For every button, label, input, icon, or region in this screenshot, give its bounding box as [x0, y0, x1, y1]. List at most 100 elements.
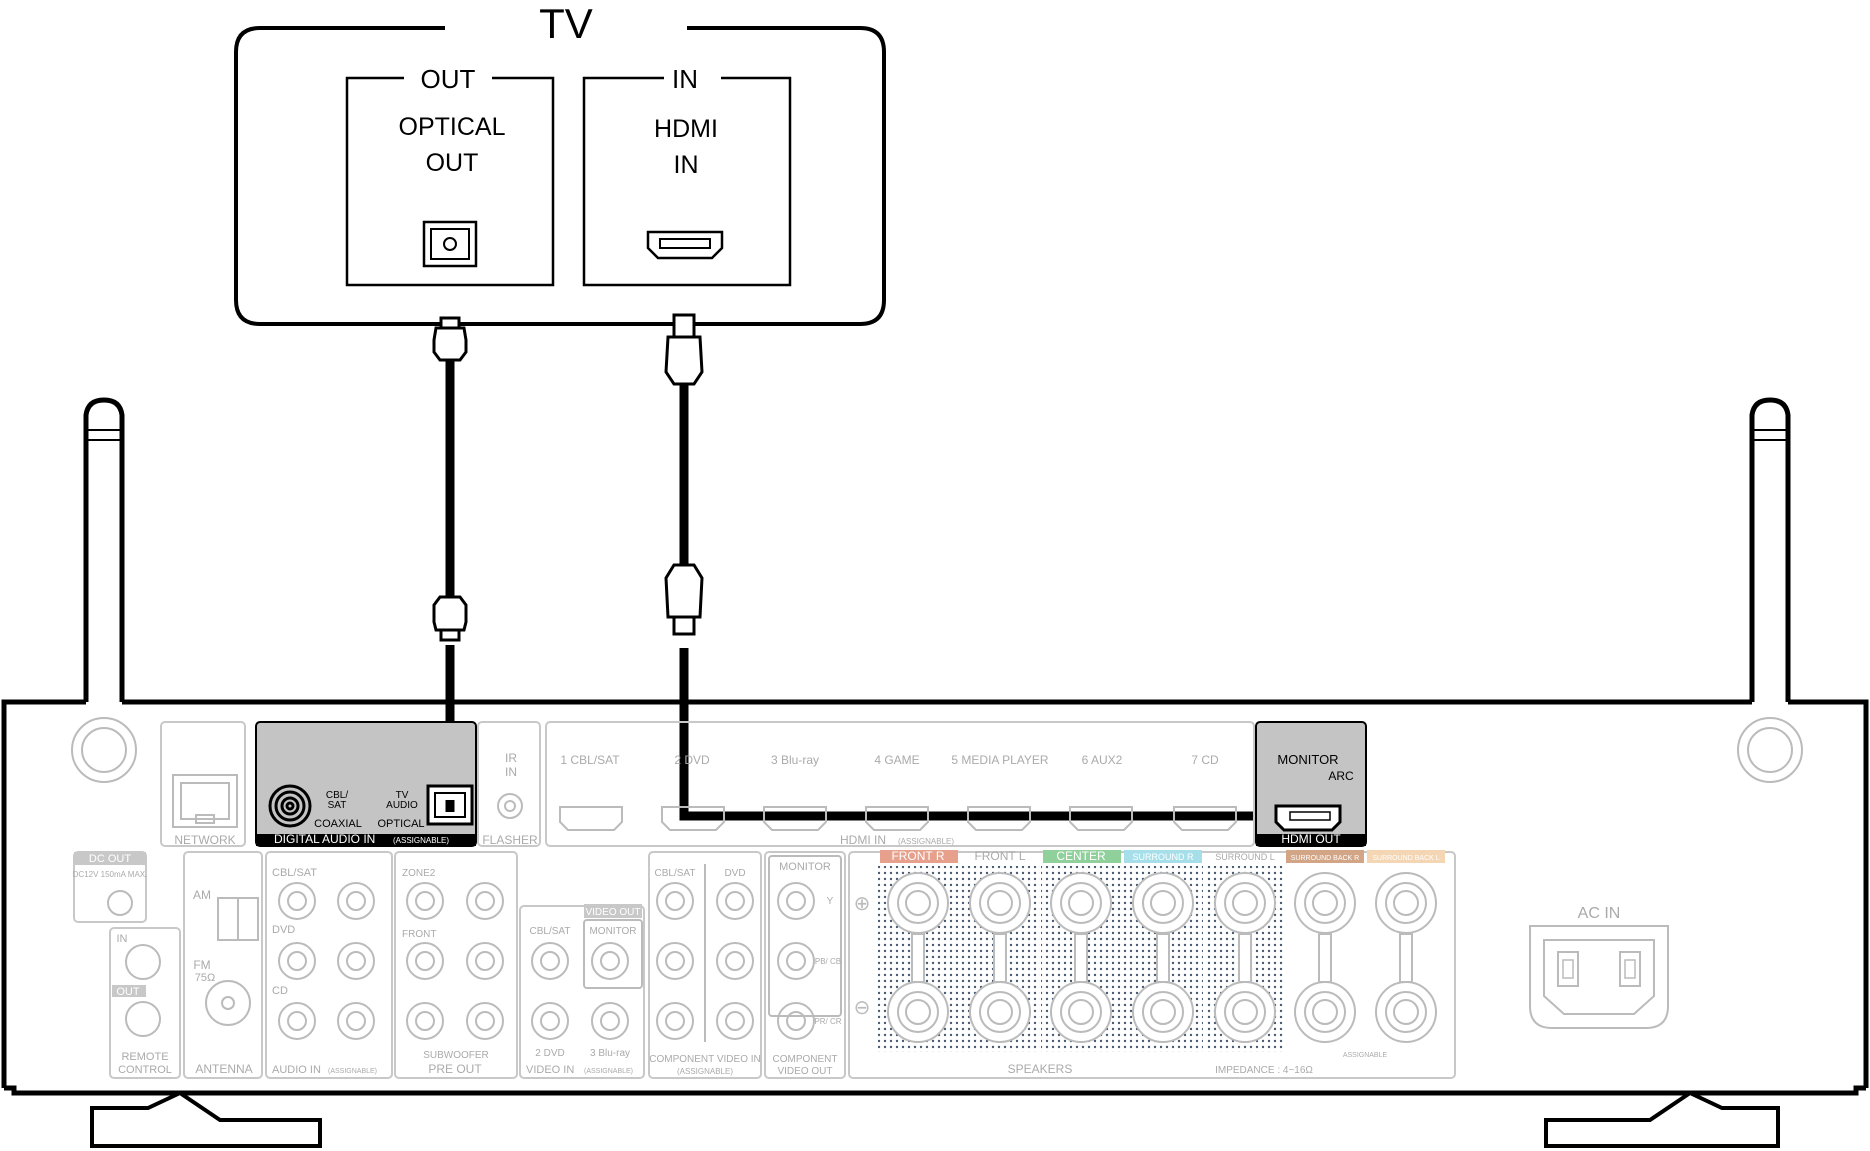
- ch-front-r-bg: [880, 850, 958, 863]
- dc-spec-label: DC12V 150mA MAX.: [73, 870, 148, 879]
- optical-label: OPTICAL: [377, 818, 424, 830]
- remote-label-1: REMOTE: [121, 1051, 168, 1063]
- component-in-dvd: DVD: [724, 868, 745, 879]
- hdmi-in-4: 4 GAME: [874, 753, 919, 767]
- hdmi-in-5: 5 MEDIA PLAYER: [951, 753, 1048, 767]
- plus-icon: ⊕: [854, 893, 871, 915]
- audio-in-label: AUDIO IN: [272, 1064, 321, 1076]
- hdmi-in-assignable: (ASSIGNABLE): [898, 837, 954, 846]
- component-out-pb: PB/ CB: [815, 957, 841, 966]
- hdmi-in-panel: 1 CBL/SAT 2 DVD 3 Blu-ray 4 GAME 5 MEDIA…: [559, 753, 1237, 847]
- remote-control-panel: IN OUT REMOTE CONTROL: [109, 927, 181, 1079]
- pre-out-label: PRE OUT: [428, 1062, 482, 1076]
- component-out-y: Y: [827, 896, 834, 907]
- digital-audio-assignable: (ASSIGNABLE): [393, 836, 449, 845]
- video-in-dvd: 2 DVD: [535, 1048, 564, 1059]
- monitor-label: MONITOR: [1277, 752, 1338, 767]
- tv-in-label: IN: [672, 64, 698, 94]
- hdmi-out-port-icon: [1274, 804, 1342, 832]
- optical-jack-icon: [426, 784, 474, 826]
- audio-in-row-2: DVD: [272, 924, 295, 936]
- component-out-monitor: MONITOR: [779, 861, 831, 873]
- component-out-pr: PR/ CR: [814, 1017, 841, 1026]
- hdmi-cable: [664, 313, 1333, 821]
- audio-in-row-3: CD: [272, 985, 288, 997]
- optical-port-icon: [422, 220, 478, 268]
- video-out-label: VIDEO OUT: [585, 907, 640, 918]
- coaxial-label: COAXIAL: [314, 818, 362, 830]
- ch-front-l: FRONT L: [974, 849, 1025, 863]
- ir-jack-icon: [497, 793, 523, 819]
- video-in-bluray: 3 Blu-ray: [590, 1048, 630, 1059]
- antenna-left-icon: [83, 397, 125, 702]
- remote-in-label: IN: [117, 933, 128, 945]
- network-jack-icon: [172, 774, 238, 828]
- component-in-cbl-sat: CBL/SAT: [655, 868, 696, 879]
- hdmi-in-6: 6 AUX2: [1082, 753, 1123, 767]
- speakers-label: SPEAKERS: [1008, 1062, 1073, 1076]
- tv-panel: TV OUT OPTICAL OUT IN HDMI IN: [234, 0, 886, 326]
- fm-label: FM: [193, 958, 210, 972]
- impedance-label: IMPEDANCE : 4~16Ω: [1215, 1065, 1313, 1076]
- audio-in-assignable: (ASSIGNABLE): [328, 1068, 377, 1075]
- ch-surround-r: SURROUND R: [1132, 852, 1194, 862]
- audio-in-row-1: CBL/SAT: [272, 867, 317, 879]
- component-in-label-2: (ASSIGNABLE): [677, 1067, 733, 1076]
- ac-in-label: AC IN: [1578, 905, 1621, 922]
- subwoofer-label: SUBWOOFER: [423, 1050, 489, 1061]
- ch-surround-back-r: SURROUND BACK R: [1291, 855, 1359, 862]
- speaker-terminal-pair: [960, 866, 1040, 1052]
- ch-center: CENTER: [1056, 849, 1106, 863]
- component-video-out-panel: MONITOR Y PB/ CB PR/ CR COMPONENT VIDEO …: [764, 851, 846, 1079]
- pre-out-panel: ZONE2 FRONT SUBWOOFER PRE OUT: [394, 851, 518, 1079]
- tv-hdmi-line2: IN: [674, 151, 699, 179]
- video-in-panel: CBL/SAT VIDEO OUT MONITOR 2 DVD 3 Blu-ra…: [519, 904, 645, 1079]
- hdmi-in-label: HDMI IN: [840, 833, 886, 847]
- video-in-label: VIDEO IN: [526, 1064, 574, 1076]
- digital-audio-in-label: DIGITAL AUDIO IN: [274, 832, 375, 846]
- component-out-label-1: COMPONENT: [773, 1054, 838, 1065]
- tv-hdmi-in-group: IN HDMI IN: [582, 64, 792, 287]
- hdmi-in-1: 1 CBL/SAT: [560, 753, 620, 767]
- remote-out-label: OUT: [116, 986, 140, 998]
- speaker-terminal-pair: [1294, 872, 1356, 1043]
- hdmi-out-label: HDMI OUT: [1281, 832, 1341, 846]
- tv-optical-out-group: OUT OPTICAL OUT: [345, 64, 555, 287]
- remote-label-2: CONTROL: [118, 1064, 172, 1076]
- coaxial-jack-icon: [268, 784, 312, 828]
- fm-ohm-label: 75Ω: [195, 972, 215, 984]
- hdmi-in-7: 7 CD: [1191, 753, 1219, 767]
- speaker-terminal-pair: [1123, 866, 1203, 1052]
- dc-out-label: DC OUT: [89, 853, 131, 865]
- flasher-label: FLASHER: [482, 833, 538, 847]
- dc-out-panel: DC OUT DC12V 150mA MAX.: [73, 851, 148, 923]
- hdmi-port-icon: [646, 230, 724, 260]
- ch-surround-back-l-bg: [1367, 850, 1445, 863]
- antenna-right-icon: [1749, 397, 1791, 702]
- video-in-assignable: (ASSIGNABLE): [584, 1068, 633, 1075]
- ac-inlet-panel: AC IN: [1529, 905, 1669, 1029]
- speaker-terminal-pair: [878, 866, 958, 1052]
- arc-label: ARC: [1328, 769, 1354, 783]
- front-label: FRONT: [402, 929, 436, 940]
- tv-optical-line1: OPTICAL: [399, 113, 506, 141]
- component-video-in-panel: CBL/SAT DVD COMPONENT VIDEO IN (ASSIGNAB…: [648, 851, 762, 1079]
- ch-center-bg: [1043, 850, 1121, 863]
- am-label: AM: [193, 888, 211, 902]
- antenna-label: ANTENNA: [195, 1062, 252, 1076]
- ch-surround-r-bg: [1124, 850, 1202, 863]
- tv-title: TV: [539, 0, 593, 47]
- speakers-assignable: ASSIGNABLE: [1343, 1052, 1388, 1059]
- component-in-label-1: COMPONENT VIDEO IN: [649, 1054, 761, 1065]
- minus-icon: ⊖: [854, 997, 871, 1019]
- ch-surround-l: SURROUND L: [1215, 852, 1275, 862]
- hdmi-in-ports-icon: [559, 806, 1237, 831]
- tv-hdmi-line1: HDMI: [654, 115, 718, 143]
- video-monitor-label: MONITOR: [589, 926, 636, 937]
- ch-surround-back-l: SURROUND BACK L: [1372, 855, 1439, 862]
- tv-optical-line2: OUT: [426, 149, 479, 177]
